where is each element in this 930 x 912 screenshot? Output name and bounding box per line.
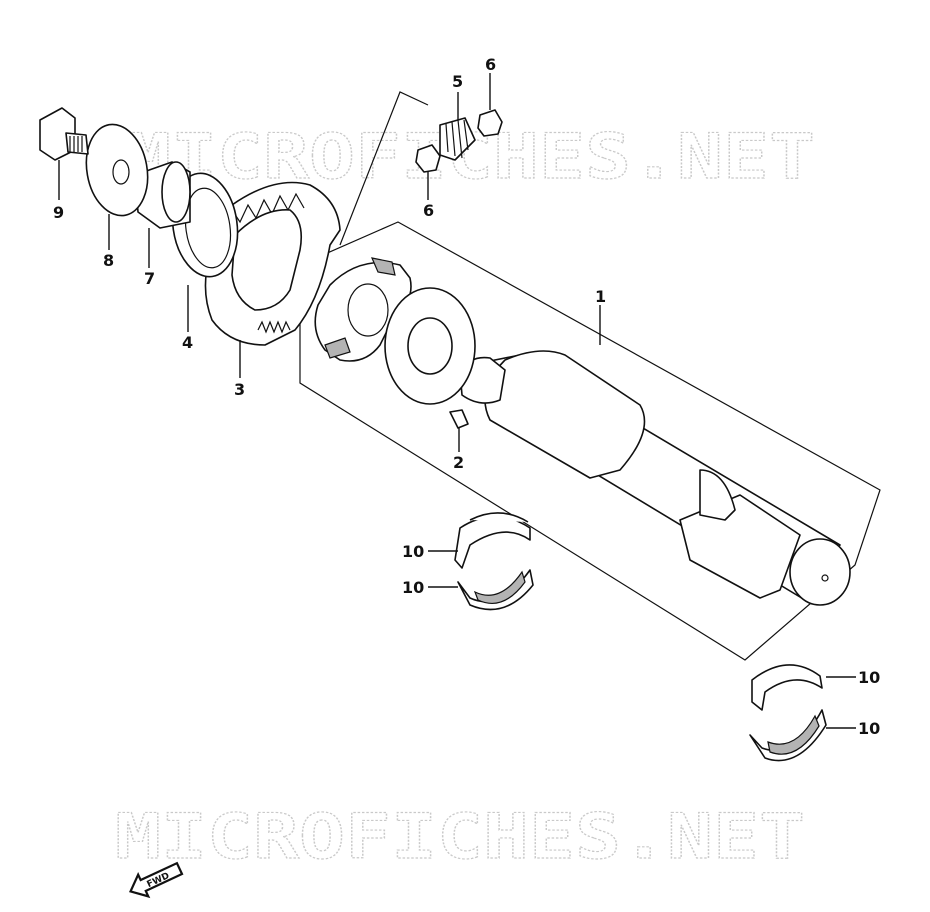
- fwd-arrow-icon: [128, 861, 184, 899]
- callout-9: 9: [53, 203, 64, 222]
- part-10-bearing-upper-left: [454, 512, 531, 569]
- part-9-bolt: [39, 107, 89, 161]
- assembly-outline-box: [299, 221, 881, 661]
- callout-2: 2: [453, 453, 464, 472]
- part-7-collar: [134, 161, 191, 229]
- callout-3: 3: [234, 380, 245, 399]
- part-3-gear: [204, 181, 341, 346]
- callout-4: 4: [182, 333, 193, 352]
- callout-6-upper: 6: [485, 55, 496, 74]
- callout-7: 7: [144, 269, 155, 288]
- part-5-spring: [439, 117, 476, 161]
- group-bracket-line: [339, 91, 429, 246]
- cam-plate: [314, 257, 412, 362]
- part-10-bearing-lower-right: [749, 709, 827, 762]
- callout-10-c: 10: [858, 668, 880, 687]
- part-6-plug-lower: [415, 144, 441, 173]
- callout-6-lower: 6: [423, 201, 434, 220]
- callout-8: 8: [103, 251, 114, 270]
- callout-1: 1: [595, 287, 606, 306]
- thrust-washer: [384, 287, 476, 405]
- part-10-bearing-lower-left: [457, 569, 534, 611]
- callout-10-b: 10: [402, 578, 424, 597]
- callout-5: 5: [452, 72, 463, 91]
- watermark-bottom: MICROFICHES.NET: [115, 800, 805, 873]
- part-1-shaft: [459, 350, 851, 606]
- part-6-plug-upper: [477, 109, 503, 137]
- callout-10-a: 10: [402, 542, 424, 561]
- part-10-bearing-upper-right: [751, 664, 823, 711]
- part-2-key: [449, 409, 469, 429]
- part-8-washer: [85, 123, 149, 217]
- callout-10-d: 10: [858, 719, 880, 738]
